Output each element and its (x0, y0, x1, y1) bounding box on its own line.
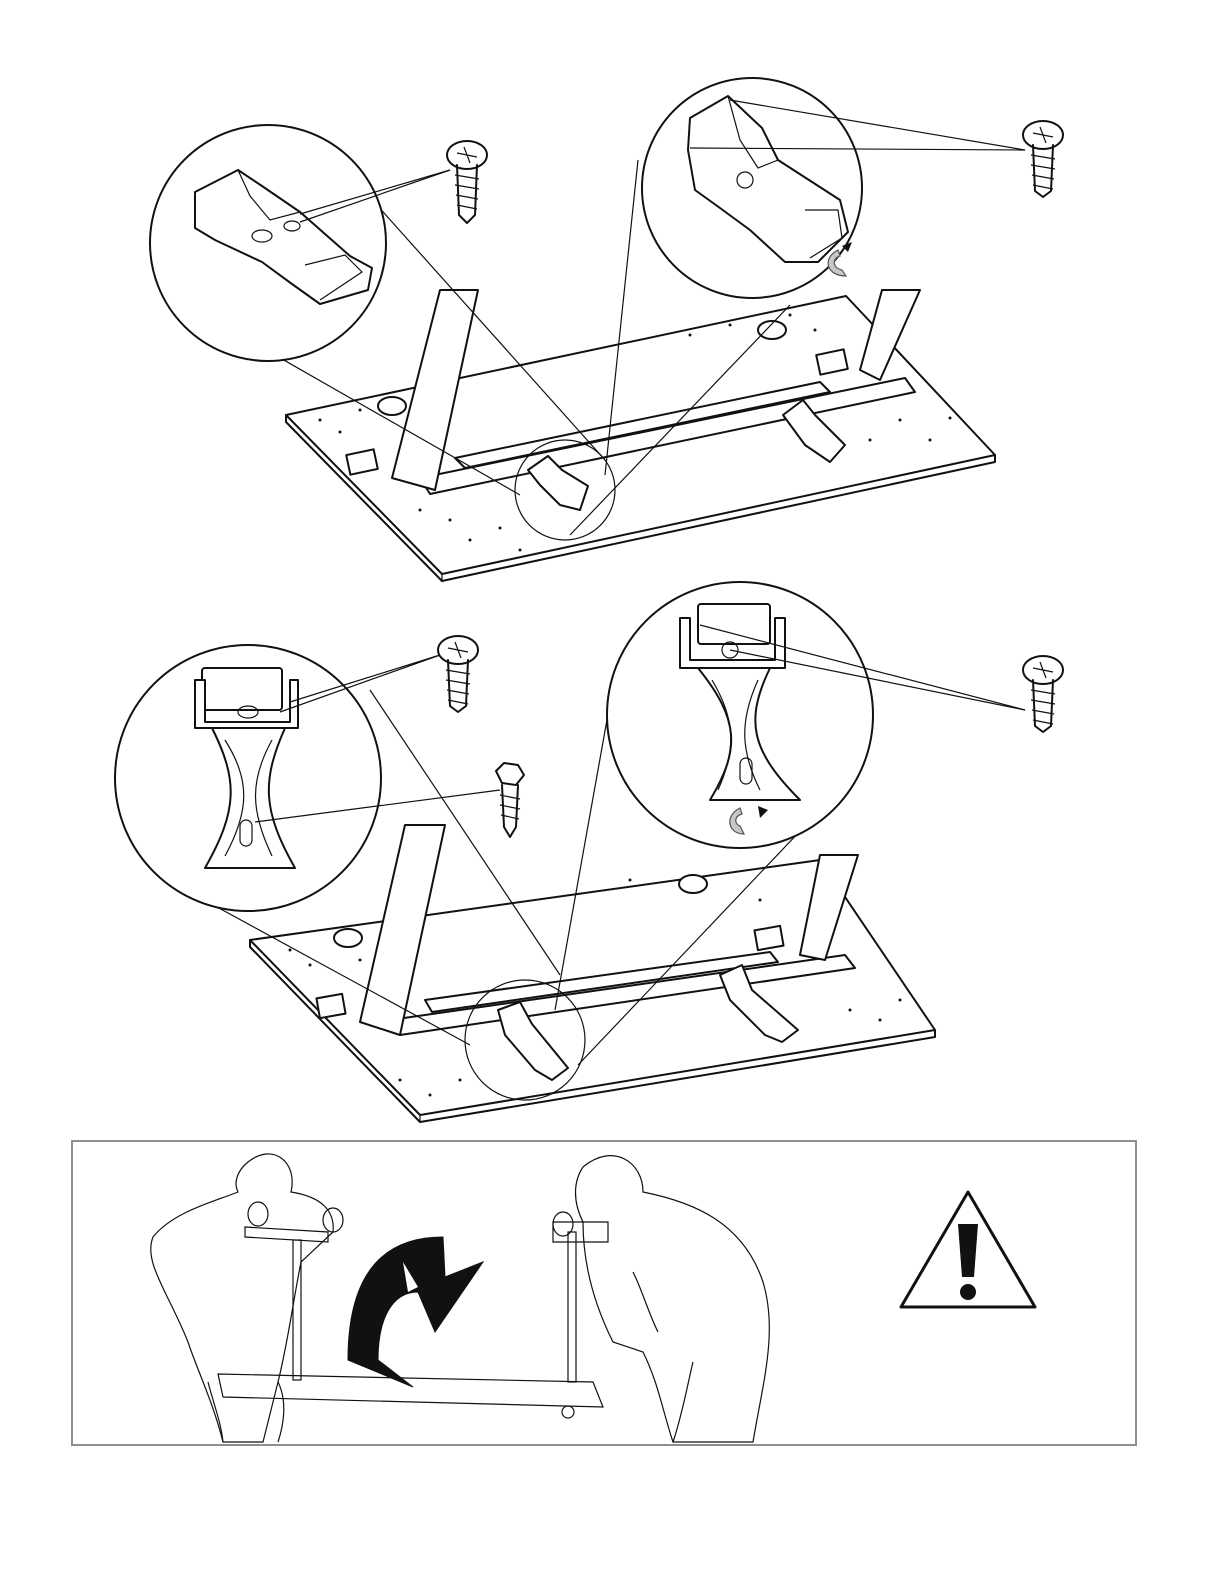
flip-table-illustration (73, 1142, 1135, 1444)
step-1-diagram (150, 78, 1063, 581)
phillips-pan-screw-icon (447, 141, 487, 223)
foot-bracket-left-detail (150, 125, 386, 361)
hex-head-screw-icon (496, 763, 524, 837)
rotate-arrow-icon (348, 1237, 483, 1387)
foot-front-right-detail (607, 582, 873, 848)
person-right (576, 1156, 770, 1442)
grommet-hole (679, 875, 707, 893)
grommet-hole (334, 929, 362, 947)
step-2-diagram (115, 582, 1063, 1122)
phillips-pan-screw-icon (1023, 121, 1063, 197)
grommet-hole (378, 397, 406, 415)
foot-front-left-detail (115, 645, 381, 911)
phillips-pan-screw-icon (1023, 656, 1063, 732)
phillips-pan-screw-icon (438, 636, 478, 712)
two-person-flip-panel (71, 1140, 1137, 1446)
exclamation-triangle-icon (901, 1192, 1035, 1307)
foot-bracket-right-detail (642, 78, 862, 298)
